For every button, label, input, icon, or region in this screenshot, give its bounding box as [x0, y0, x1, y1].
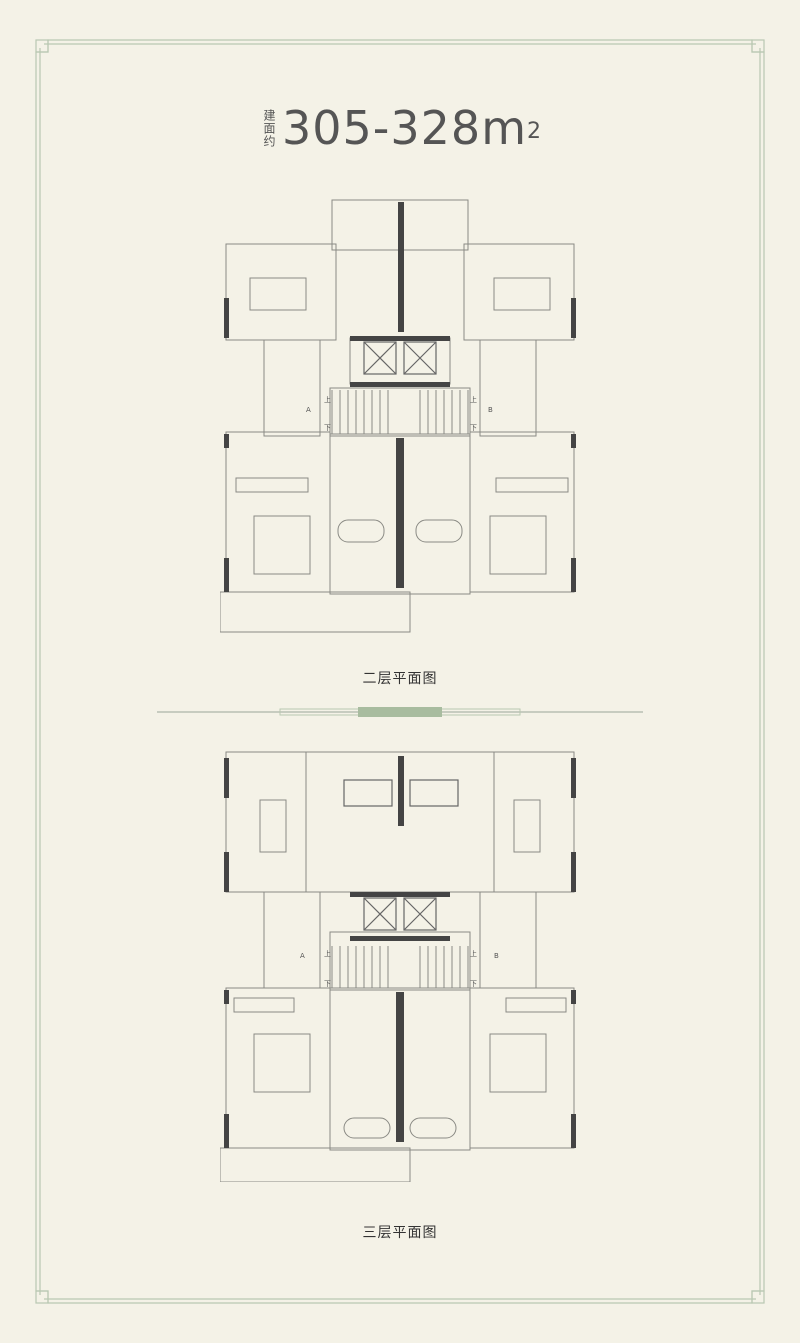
second-floor-plan: A B 上 下 上 下: [220, 199, 576, 633]
unit-a-label: A: [300, 952, 305, 960]
stair-down-label: 下: [324, 980, 331, 988]
stair-up-label: 上: [324, 395, 331, 404]
stair-down-label: 下: [324, 424, 331, 432]
stair-up-label-b: 上: [470, 949, 477, 958]
unit-a-label: A: [306, 406, 311, 414]
second-floor-caption: 二层平面图: [362, 671, 438, 687]
area-unit-superscript: 2: [527, 119, 543, 144]
unit-b-label: B: [494, 952, 499, 960]
area-value: 305-328m2: [282, 100, 542, 156]
stair-up-label: 上: [324, 949, 331, 958]
unit-b-label: B: [488, 406, 493, 414]
section-divider: [157, 707, 643, 717]
stair-up-label-b: 上: [470, 395, 477, 404]
area-label: 建面约: [262, 109, 276, 148]
stair-down-label-b: 下: [470, 424, 477, 432]
third-floor-caption: 三层平面图: [362, 1225, 438, 1241]
stair-down-label-b: 下: [470, 980, 477, 988]
third-floor-plan: A B 上 下 上 下: [220, 751, 576, 1182]
area-number: 305-328m: [282, 101, 528, 155]
